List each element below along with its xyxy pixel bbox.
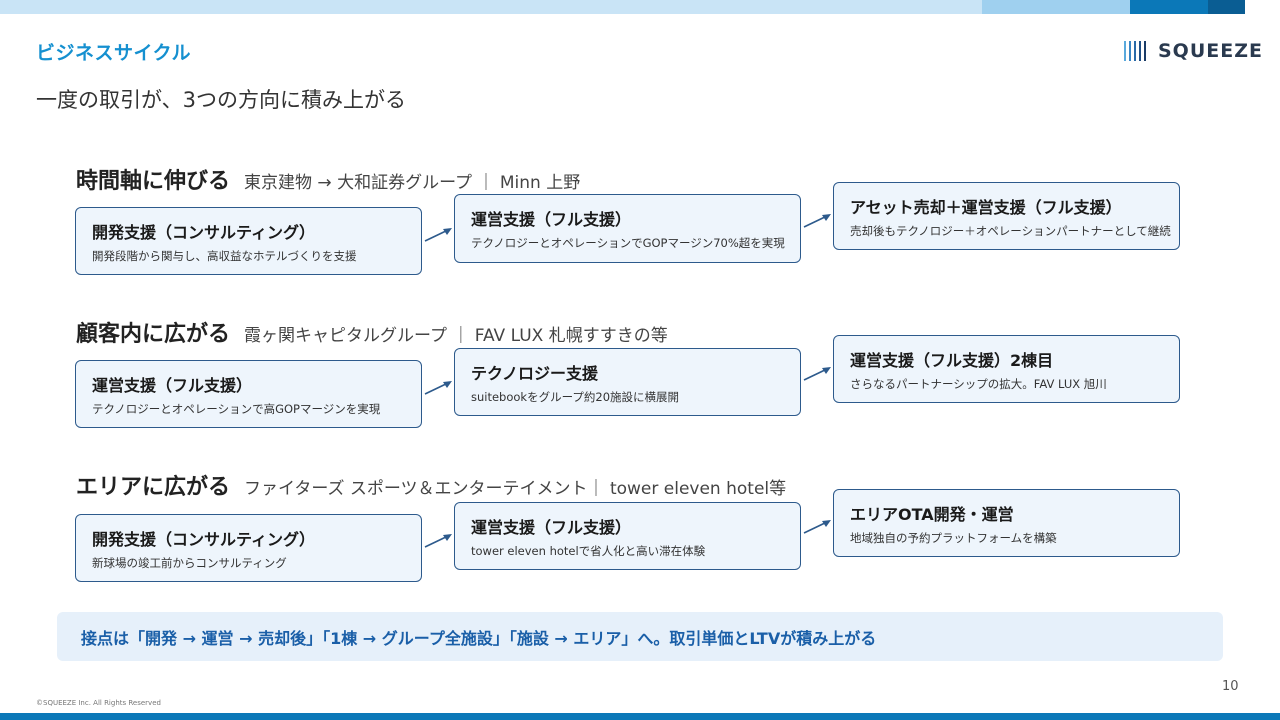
step-title: エリアOTA開発・運営 bbox=[850, 504, 1014, 524]
row-heading: 顧客内に広がる bbox=[76, 322, 231, 347]
step-description: テクノロジーとオペレーションでGOPマージン70%超を実現 bbox=[471, 236, 785, 250]
step-title: 運営支援（フル支援） bbox=[471, 517, 632, 537]
step-title: 運営支援（フル支援） bbox=[471, 210, 632, 229]
step-box: 開発支援（コンサルティング） 開発段階から関与し、高収益なホテルづくりを支援 bbox=[75, 207, 422, 275]
step-title: 運営支援（フル支援） bbox=[92, 375, 253, 395]
row-heading: エリアに広がる bbox=[76, 475, 231, 500]
arrow-right-icon bbox=[803, 214, 831, 228]
step-box: 運営支援（フル支援）2棟目 さらなるパートナーシップの拡大。FAV LUX 旭川 bbox=[833, 335, 1180, 403]
row-examples: 東京建物 → 大和証券グループ ｜ Minn 上野 bbox=[244, 173, 581, 193]
company-logo: SQUEEZE bbox=[1124, 38, 1263, 64]
page-subtitle: 一度の取引が、3つの方向に積み上がる bbox=[36, 88, 406, 112]
logo-bars-icon bbox=[1124, 41, 1146, 61]
top-accent-bar bbox=[0, 0, 1280, 14]
top-bar-light-segment bbox=[0, 0, 982, 14]
step-box: エリアOTA開発・運営 地域独自の予約プラットフォームを構築 bbox=[833, 489, 1180, 557]
row-title-area: エリアに広がる ファイターズ スポーツ＆エンターテイメント｜ tower ele… bbox=[76, 469, 786, 501]
row-heading: 時間軸に伸びる bbox=[76, 169, 231, 194]
arrow-right-icon bbox=[424, 381, 452, 395]
step-box: 運営支援（フル支援） テクノロジーとオペレーションで高GOPマージンを実現 bbox=[75, 360, 422, 428]
step-title: アセット売却＋運営支援（フル支援） bbox=[850, 197, 1122, 217]
step-description: suitebookをグループ約20施設に横展開 bbox=[471, 389, 680, 404]
arrow-right-icon bbox=[803, 367, 831, 381]
section-label: ビジネスサイクル bbox=[36, 42, 192, 64]
row-examples: ファイターズ スポーツ＆エンターテイメント｜ tower eleven hote… bbox=[244, 479, 787, 499]
step-title: 開発支援（コンサルティング） bbox=[92, 222, 316, 242]
step-title: 運営支援（フル支援）2棟目 bbox=[850, 350, 1054, 370]
step-description: 地域独自の予約プラットフォームを構築 bbox=[850, 530, 1057, 545]
arrow-right-icon bbox=[803, 520, 831, 534]
step-box: アセット売却＋運営支援（フル支援） 売却後もテクノロジー＋オペレーションパートナ… bbox=[833, 182, 1180, 250]
row-title-customer: 顧客内に広がる 霞ヶ関キャピタルグループ ｜ FAV LUX 札幌すすきの等 bbox=[76, 316, 668, 348]
page-number: 10 bbox=[1222, 679, 1239, 694]
step-box: 開発支援（コンサルティング） 新球場の竣工前からコンサルティング bbox=[75, 514, 422, 582]
top-bar-dark-segment bbox=[1130, 0, 1208, 14]
row-examples: 霞ヶ関キャピタルグループ ｜ FAV LUX 札幌すすきの等 bbox=[244, 326, 668, 346]
step-description: さらなるパートナーシップの拡大。FAV LUX 旭川 bbox=[850, 376, 1107, 391]
arrow-right-icon bbox=[424, 228, 452, 242]
step-title: テクノロジー支援 bbox=[471, 363, 599, 383]
step-description: 売却後もテクノロジー＋オペレーションパートナーとして継続 bbox=[850, 223, 1171, 238]
step-box: 運営支援（フル支援） テクノロジーとオペレーションでGOPマージン70%超を実現 bbox=[454, 194, 801, 263]
arrow-right-icon bbox=[424, 534, 452, 548]
row-title-time: 時間軸に伸びる 東京建物 → 大和証券グループ ｜ Minn 上野 bbox=[76, 163, 580, 195]
step-description: テクノロジーとオペレーションで高GOPマージンを実現 bbox=[92, 401, 381, 416]
step-title: 開発支援（コンサルティング） bbox=[92, 529, 316, 549]
top-bar-mid-segment bbox=[982, 0, 1130, 14]
step-box: テクノロジー支援 suitebookをグループ約20施設に横展開 bbox=[454, 348, 801, 416]
copyright-text: ©SQUEEZE Inc. All Rights Reserved bbox=[36, 699, 161, 707]
top-bar-navy-segment bbox=[1208, 0, 1245, 14]
summary-banner: 接点は「開発 → 運営 → 売却後」「1棟 → グループ全施設」「施設 → エリ… bbox=[57, 612, 1223, 661]
logo-text: SQUEEZE bbox=[1158, 40, 1263, 62]
step-description: tower eleven hotelで省人化と高い滞在体験 bbox=[471, 543, 706, 558]
bottom-accent-bar bbox=[0, 713, 1280, 720]
step-box: 運営支援（フル支援） tower eleven hotelで省人化と高い滞在体験 bbox=[454, 502, 801, 570]
step-description: 開発段階から関与し、高収益なホテルづくりを支援 bbox=[92, 248, 357, 263]
step-description: 新球場の竣工前からコンサルティング bbox=[92, 555, 287, 570]
